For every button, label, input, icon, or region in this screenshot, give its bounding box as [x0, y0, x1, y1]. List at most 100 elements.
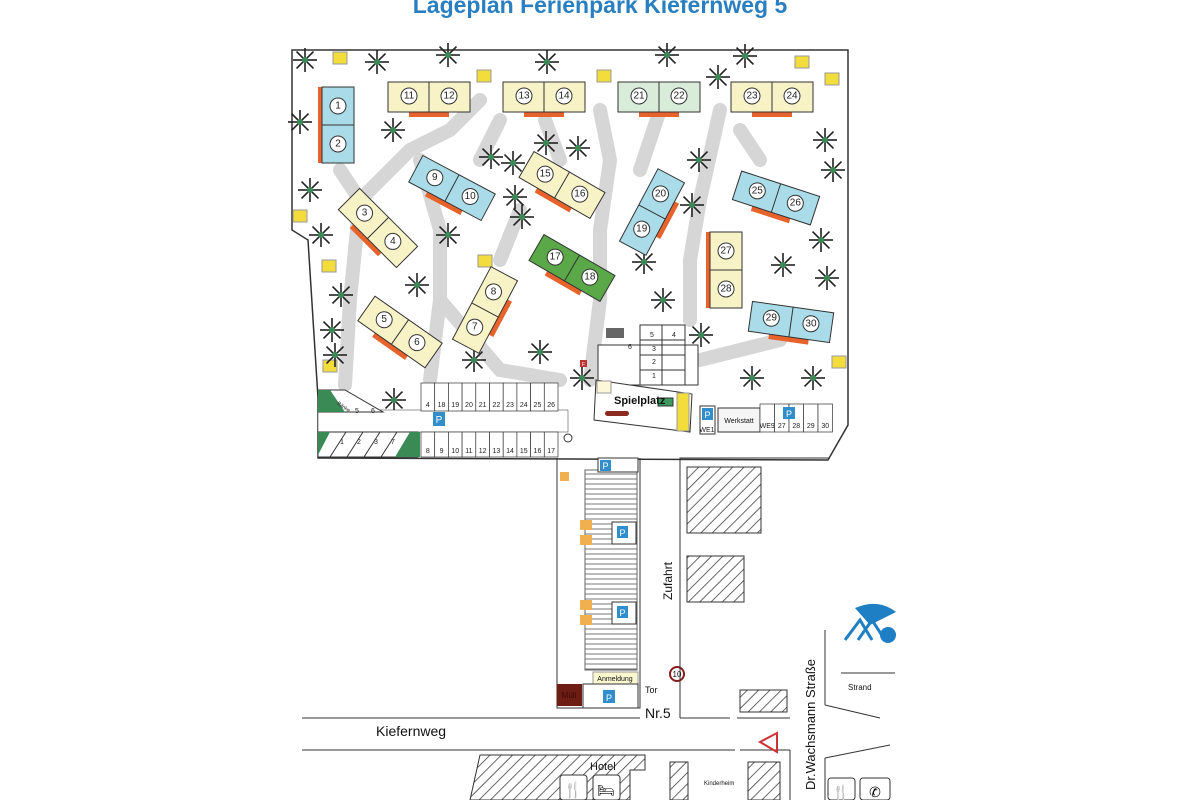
parking-sign: P	[619, 528, 625, 538]
map-title: Lageplan Ferienpark Kiefernweg 5	[412, 0, 788, 18]
entrance-area: PPP Anmeldung Müll P Tor Nr.5 10 Zufahrt	[556, 457, 685, 721]
apartment-1: 1	[652, 373, 656, 380]
tree-icon	[689, 323, 713, 347]
cabin-number: 5	[381, 314, 387, 325]
playground[interactable]: Spielplatz	[593, 379, 693, 433]
cabin-number: 30	[805, 318, 817, 329]
parking-space-number: 22	[492, 402, 500, 409]
cabin-number: 10	[465, 191, 477, 202]
tree-icon	[288, 110, 312, 134]
bench-icon	[824, 72, 840, 86]
muell-label: Müll	[562, 691, 577, 700]
parking-sign: P	[704, 410, 710, 420]
parking-space-number: 1	[340, 439, 344, 446]
cabin-number: 16	[574, 189, 586, 200]
parking-space-number: 3	[374, 439, 378, 446]
tree-icon	[309, 223, 333, 247]
cabin-number: 8	[491, 286, 497, 297]
cabin-3-4[interactable]: 34	[335, 187, 419, 271]
parking-space	[543, 382, 559, 412]
cabin-number: 25	[752, 185, 764, 196]
cabin-number: 2	[335, 139, 341, 150]
footpaths	[333, 93, 787, 392]
parking-space	[543, 431, 559, 458]
parking-sign: P	[786, 409, 792, 419]
hotel-label: Hotel	[590, 761, 616, 773]
cabin-5-6[interactable]: 56	[355, 295, 443, 372]
nr5-label: Nr.5	[645, 705, 671, 721]
cabin-number: 1	[335, 101, 341, 112]
parking-space-number: 14	[506, 448, 514, 455]
trees	[288, 43, 845, 455]
cabin-number: 3	[362, 208, 368, 219]
bench-icon	[292, 209, 308, 223]
parking-space-number: 9	[440, 448, 444, 455]
cabin-number: 14	[558, 91, 570, 102]
tree-icon	[706, 65, 730, 89]
parking-space-5: 5	[355, 408, 359, 415]
parking-space-number: 17	[547, 448, 555, 455]
bench-icon	[476, 69, 492, 83]
speed-limit-sign: 10	[673, 670, 682, 679]
kinderheim-label: Kinderheim	[704, 781, 734, 787]
cabin-number: 20	[655, 188, 667, 199]
cabin-number: 27	[720, 246, 732, 257]
tree-icon	[566, 136, 590, 160]
tree-icon	[479, 145, 503, 169]
tree-icon	[740, 366, 764, 390]
tree-icon	[320, 318, 344, 342]
parking-space-number: 28	[792, 423, 800, 430]
tree-icon	[801, 366, 825, 390]
restaurant-icon: 🍴	[832, 784, 849, 800]
tree-icon	[462, 348, 486, 372]
tree-icon	[365, 50, 389, 74]
fire-extinguisher-marker: F	[582, 362, 585, 368]
apartment-4: 4	[672, 332, 676, 339]
surroundings: Kiefernweg Hotel 🍴 🛏 Kinderheim Dr.Wachs…	[302, 457, 896, 800]
parking-sign: P	[436, 415, 443, 426]
bench-icon	[321, 259, 337, 273]
bench-icon	[477, 254, 493, 268]
parking-space-number: 24	[520, 402, 528, 409]
spielplatz-label: Spielplatz	[614, 395, 666, 407]
tree-icon	[821, 158, 845, 182]
tree-icon	[680, 193, 704, 217]
apartment-2: 2	[652, 359, 656, 366]
cabin-7-8[interactable]: 78	[451, 266, 522, 356]
cabin-number: 19	[636, 224, 648, 235]
parking-space-number: 21	[479, 402, 487, 409]
cabin-number: 21	[633, 91, 645, 102]
parking-space-number: 11	[465, 448, 472, 455]
beach-logo	[843, 603, 896, 643]
parking-space-number: 7	[391, 439, 395, 446]
cabin-1-2[interactable]: 12	[318, 86, 355, 164]
phone-icon: ✆	[869, 784, 881, 800]
we1-label: WE1	[699, 427, 714, 434]
cabin-9-10[interactable]: 910	[406, 154, 496, 225]
parking-sign: P	[619, 608, 625, 618]
bench-icon	[831, 355, 847, 369]
cabin-number: 11	[404, 91, 415, 102]
parking-space-6: 6	[371, 408, 375, 415]
parking-space-number: 16	[534, 448, 542, 455]
cabin-number: 24	[786, 91, 798, 102]
parking-space-number: 18	[438, 402, 446, 409]
parking-sign: P	[606, 693, 612, 703]
tree-icon	[501, 151, 525, 175]
tree-icon	[298, 178, 322, 202]
tree-icon	[405, 273, 429, 297]
parking-space-number: 15	[520, 448, 528, 455]
parking-space-number: 26	[547, 402, 555, 409]
